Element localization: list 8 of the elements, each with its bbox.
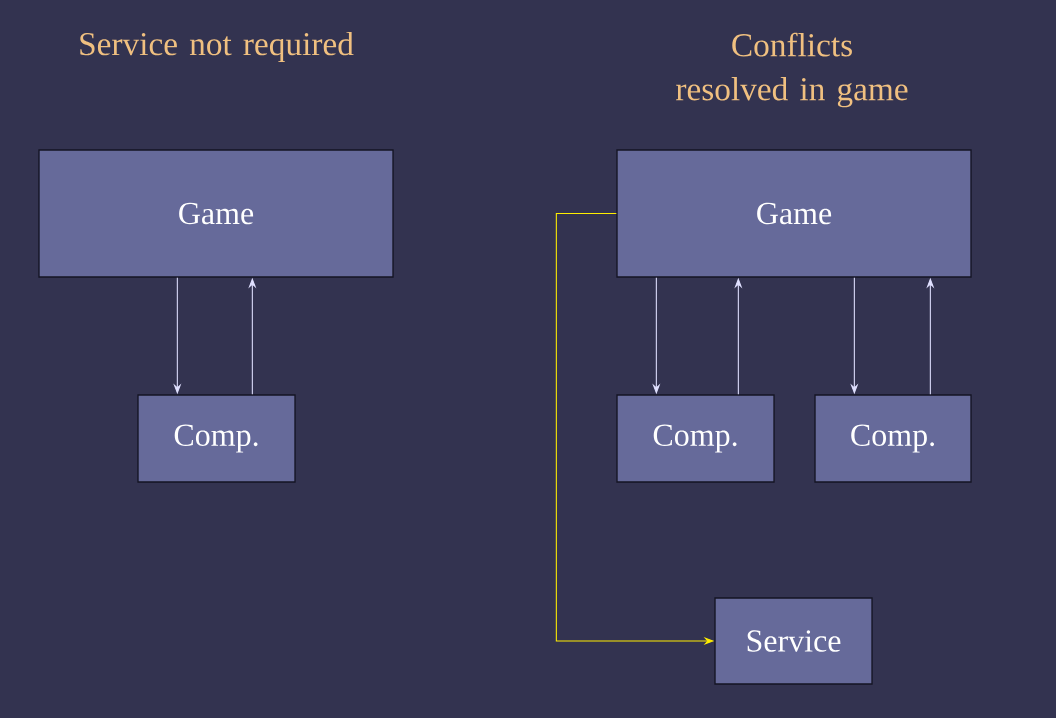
process-box: Comp. [616, 394, 775, 483]
process-box: Comp. [137, 394, 296, 483]
process-box: Comp. [814, 394, 972, 483]
heading: Service not required [80, 31, 354, 63]
process-box: Service [714, 597, 873, 685]
process-box: Game [616, 149, 972, 278]
process-box: Game [38, 149, 394, 278]
heading: Conflicts resolved in game [676, 32, 908, 108]
